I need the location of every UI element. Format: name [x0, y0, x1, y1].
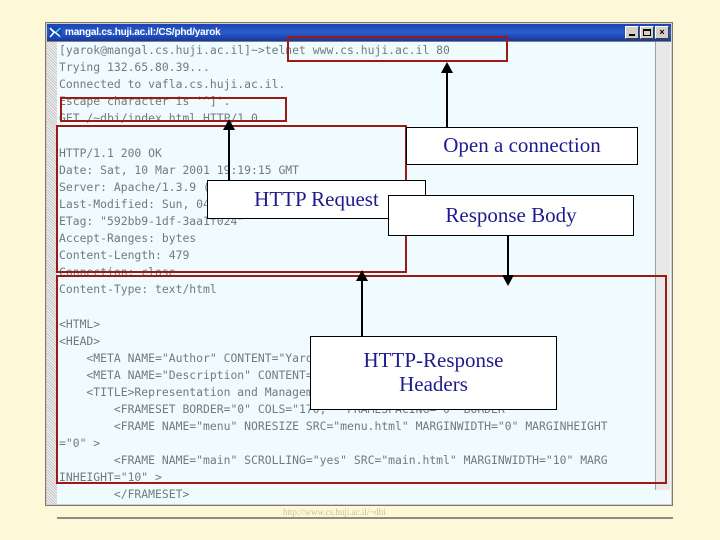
terminal-line: ="0" >: [59, 436, 101, 451]
arrow-response-headers: [355, 270, 369, 337]
terminal-line: <FRAME NAME="main" SCROLLING="yes" SRC="…: [59, 453, 608, 468]
terminal-line: INHEIGHT="10" >: [59, 470, 162, 485]
terminal-line: <HTML>: [59, 316, 101, 331]
terminal-line: Trying 132.65.80.39...: [59, 60, 210, 75]
arrow-open-connection: [440, 62, 454, 128]
terminal-line: Content-Length: 479: [59, 248, 190, 263]
telnet-x-icon: [49, 26, 62, 39]
terminal-line: Accept-Ranges: bytes: [59, 231, 197, 246]
highlight-box-http-request: [60, 97, 287, 122]
maximize-icon: [643, 29, 651, 36]
arrow-shaft: [446, 71, 448, 128]
minimize-icon: [629, 34, 635, 36]
terminal-line: <HEAD>: [59, 333, 101, 348]
arrow-head-down-icon: [502, 275, 514, 286]
terminal-line: [yarok@mangal.cs.huji.ac.il]~>telnet www…: [59, 43, 450, 57]
callout-response-body: Response Body: [388, 195, 634, 236]
terminal-line: </FRAMESET>: [59, 487, 190, 502]
close-icon: ×: [659, 27, 665, 37]
window-title: mangal.cs.huji.ac.il:/CS/phd/yarok: [65, 27, 221, 38]
arrow-head-up-icon: [441, 62, 453, 73]
terminal-line: HTTP/1.1 200 OK: [59, 145, 162, 160]
arrow-shaft: [228, 128, 230, 181]
arrow-shaft: [507, 236, 509, 277]
arrow-response-body: [501, 236, 515, 286]
terminal-line: <FRAME NAME="menu" NORESIZE SRC="menu.ht…: [59, 419, 608, 434]
close-button[interactable]: ×: [655, 26, 669, 39]
window-titlebar[interactable]: mangal.cs.huji.ac.il:/CS/phd/yarok ×: [47, 24, 671, 41]
window-controls[interactable]: ×: [625, 26, 669, 39]
terminal-line: Content-Type: text/html: [59, 282, 217, 297]
arrow-head-up-icon: [223, 119, 235, 130]
footer-divider: [57, 517, 673, 519]
maximize-button[interactable]: [640, 26, 654, 39]
terminal-line: Date: Sat, 10 Mar 2001 19:19:15 GMT: [59, 162, 300, 177]
minimize-button[interactable]: [625, 26, 639, 39]
arrow-head-up-icon: [356, 270, 368, 281]
terminal-line: Connected to vafla.cs.huji.ac.il.: [59, 77, 286, 92]
terminal-left-gutter: [47, 42, 57, 504]
callout-open-connection: Open a connection: [406, 127, 638, 165]
arrow-shaft: [361, 279, 363, 337]
callout-response-headers: HTTP-Response Headers: [310, 336, 557, 410]
highlight-box-open-connection: [287, 36, 508, 62]
footer-url: http://www.cs.huji.ac.il/~dbi: [283, 507, 386, 517]
arrow-http-request: [222, 119, 236, 181]
